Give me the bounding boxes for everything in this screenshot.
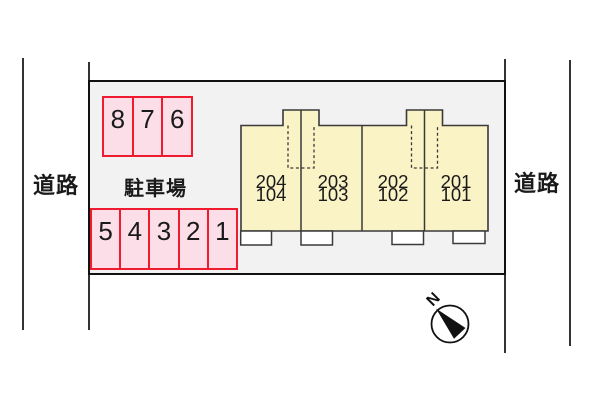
unit-201-label: 201: [441, 171, 472, 192]
parking-space-7: 7: [131, 98, 162, 155]
compass-north-label: N: [424, 290, 444, 310]
compass-needle: [436, 308, 466, 339]
parking-row-876: 8 7 6: [102, 96, 193, 157]
parking-space-8: 8: [104, 98, 132, 155]
unit-203-label: 203: [318, 171, 349, 192]
parking-row-54321: 5 4 3 2 1: [90, 208, 238, 270]
parking-space-1: 1: [206, 210, 237, 268]
parking-space-3: 3: [148, 210, 178, 268]
parking-space-4: 4: [119, 210, 149, 268]
road-boundary-line-right-outer: [569, 60, 571, 346]
parking-space-5: 5: [92, 210, 120, 268]
stairwell-dashed-right: [410, 125, 439, 169]
compass-icon: N: [424, 290, 470, 344]
parking-space-6: 6: [161, 98, 192, 155]
unit-101-label: 101: [441, 184, 472, 205]
parking-area-label: 駐車場: [124, 178, 187, 200]
entrance-porch-1: [239, 230, 273, 246]
stairwell-dashed-left: [287, 125, 315, 169]
entrance-porch-4: [452, 230, 486, 245]
unit-204-label: 204: [256, 171, 287, 192]
road-label-left: 道路: [32, 173, 79, 198]
building-outline: [240, 109, 489, 232]
road-label-right: 道路: [513, 171, 560, 196]
building-block: 204 104 203 103 202 102 201 101: [239, 109, 489, 246]
unit-103-label: 103: [318, 184, 349, 205]
parking-space-2: 2: [177, 210, 207, 268]
entrance-porch-2: [300, 230, 334, 246]
entrance-porch-3: [391, 230, 425, 246]
unit-102-label: 102: [378, 184, 409, 205]
road-boundary-line-left-outer: [22, 58, 24, 330]
unit-202-label: 202: [378, 171, 409, 192]
unit-104-label: 104: [256, 184, 287, 205]
